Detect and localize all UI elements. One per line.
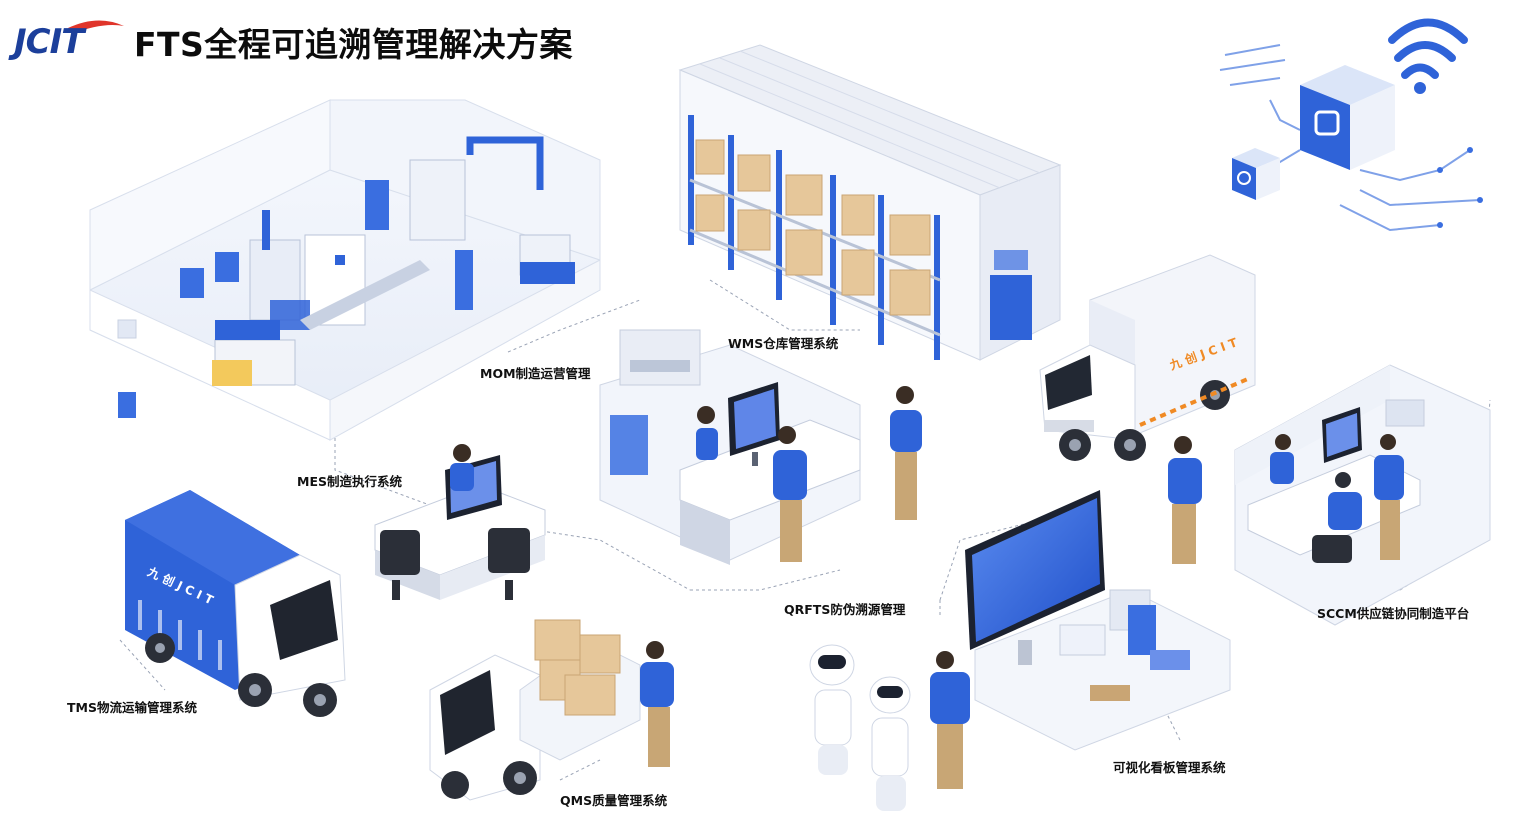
iot-network-illustration [1219, 18, 1483, 232]
warehouse-illustration [678, 44, 1062, 361]
jcit-logo: JCIT [12, 20, 128, 64]
header: JCIT FTS全程可追溯管理解决方案 [12, 14, 573, 70]
label-sccm: SCCM供应链协同制造平台 [1317, 606, 1470, 621]
mes-office-illustration [374, 444, 546, 600]
robots-illustration [809, 644, 970, 811]
label-wms: WMS仓库管理系统 [728, 336, 839, 351]
label-tms: TMS物流运输管理系统 [67, 700, 197, 715]
factory-building-illustration [89, 99, 601, 441]
label-kanban: 可视化看板管理系统 [1113, 760, 1226, 775]
kanban-screen-illustration [965, 490, 1231, 751]
label-mom: MOM制造运营管理 [480, 366, 591, 381]
logo-swoosh-icon [68, 20, 124, 34]
delivery-truck-right-illustration [1039, 254, 1256, 461]
qrfts-workstation-illustration [599, 329, 922, 565]
tms-truck-illustration [125, 490, 346, 717]
label-qrfts: QRFTS防伪溯源管理 [784, 602, 906, 617]
label-qms: QMS质量管理系统 [560, 793, 668, 808]
page-title: FTS全程可追溯管理解决方案 [134, 25, 573, 64]
qms-truck-illustration [429, 619, 674, 801]
label-mes: MES制造执行系统 [297, 474, 402, 489]
sccm-office-illustration [1168, 364, 1491, 626]
logo-text: JCIT [14, 22, 84, 62]
